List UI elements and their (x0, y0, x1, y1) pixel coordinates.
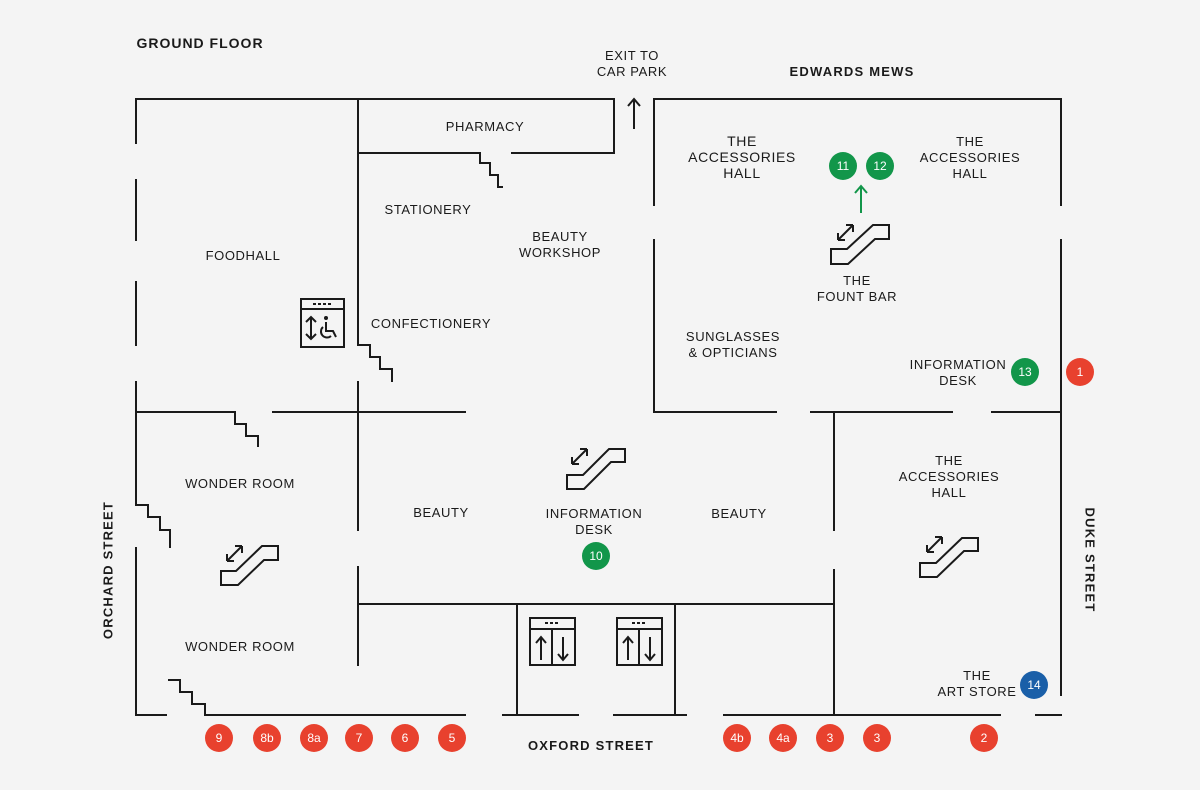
service-marker-13[interactable]: 13 (1011, 358, 1039, 386)
dept-accessories-hall-north[interactable]: THE ACCESSORIES HALL (688, 133, 796, 181)
dept-beauty-workshop[interactable]: BEAUTY WORKSHOP (518, 229, 602, 260)
escalator-icon-central (566, 448, 626, 490)
service-marker-11[interactable]: 11 (829, 152, 857, 180)
entrance-marker-2[interactable]: 2 (970, 724, 998, 752)
exit-to-car-park-label: EXIT TO CAR PARK (596, 48, 668, 79)
dept-beauty-west[interactable]: BEAUTY (413, 505, 469, 520)
accessible-lift-icon (300, 298, 345, 348)
escalator-icon (220, 545, 279, 586)
entrance-marker-3-east[interactable]: 3 (863, 724, 891, 752)
street-duke-street: DUKE STREET (1082, 507, 1098, 613)
stairs-wonder-room-north (234, 412, 259, 447)
entrance-marker-3-west[interactable]: 3 (816, 724, 844, 752)
info-desk-central-label[interactable]: INFORMATION DESK (545, 506, 643, 537)
entrance-marker-6[interactable]: 6 (391, 724, 419, 752)
entrance-marker-4a[interactable]: 4a (769, 724, 797, 752)
street-orchard-street: ORCHARD STREET (100, 500, 116, 640)
dept-foodhall[interactable]: FOODHALL (205, 248, 281, 263)
service-marker-10[interactable]: 10 (582, 542, 610, 570)
lift-icon (616, 617, 663, 666)
stairs-wonder-room-west (136, 504, 171, 548)
dept-stationery[interactable]: STATIONERY (384, 202, 472, 217)
service-marker-12[interactable]: 12 (866, 152, 894, 180)
dept-fount-bar[interactable]: THE FOUNT BAR (816, 273, 898, 304)
stairs-pharmacy (479, 153, 503, 188)
art-store-marker-14[interactable]: 14 (1020, 671, 1048, 699)
entrance-marker-7[interactable]: 7 (345, 724, 373, 752)
escalator-icon-wonder-room (220, 545, 279, 586)
escalator-icon (919, 536, 979, 578)
entrance-marker-4b[interactable]: 4b (723, 724, 751, 752)
dept-wonder-room-north[interactable]: WONDER ROOM (185, 476, 295, 491)
dept-beauty-east[interactable]: BEAUTY (711, 506, 767, 521)
entrance-marker-9[interactable]: 9 (205, 724, 233, 752)
dept-accessories-hall-east[interactable]: THE ACCESSORIES HALL (919, 134, 1021, 181)
escalator-icon (830, 224, 890, 265)
entrance-marker-8b[interactable]: 8b (253, 724, 281, 752)
entrance-marker-8a[interactable]: 8a (300, 724, 328, 752)
street-edwards-mews: EDWARDS MEWS (789, 64, 915, 79)
floor-title: GROUND FLOOR (136, 35, 264, 51)
info-desk-east-label[interactable]: INFORMATION DESK (909, 357, 1007, 388)
stairs-confectionery (358, 344, 393, 382)
exit-arrow-icon (627, 97, 641, 129)
walls (135, 98, 1062, 716)
escalator-icon-accessories (919, 537, 979, 578)
up-arrow-icon (854, 184, 868, 213)
staircases (136, 153, 503, 715)
escalator-icon (566, 448, 626, 490)
street-oxford-street: OXFORD STREET (527, 738, 655, 753)
dept-art-store[interactable]: THE ART STORE (937, 668, 1017, 699)
dept-pharmacy[interactable]: PHARMACY (445, 119, 525, 134)
dept-sunglasses-opticians[interactable]: SUNGLASSES & OPTICIANS (685, 329, 781, 360)
lift-icon (529, 617, 576, 666)
dept-wonder-room-south[interactable]: WONDER ROOM (185, 639, 295, 654)
escalator-icon-fount-bar (830, 224, 890, 265)
entrance-marker-1[interactable]: 1 (1066, 358, 1094, 386)
dept-accessories-hall-south[interactable]: THE ACCESSORIES HALL (898, 453, 1000, 500)
stairs-wonder-room-south (168, 679, 206, 715)
dept-confectionery[interactable]: CONFECTIONERY (370, 316, 492, 331)
entrance-marker-5[interactable]: 5 (438, 724, 466, 752)
